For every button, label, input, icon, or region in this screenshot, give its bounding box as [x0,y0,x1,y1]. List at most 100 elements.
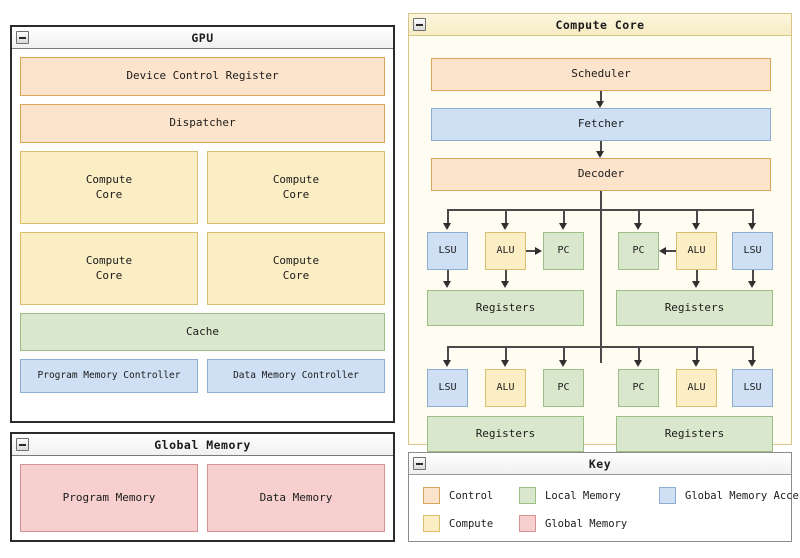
drop-row1-t0-alu [505,209,507,226]
row1-thread0-alu-block[interactable]: ALU [485,232,526,270]
row2-thread0-pc-block[interactable]: PC [543,369,584,407]
global-memory-panel-title: Global Memory [154,438,251,452]
row1-thread1-lsu-block[interactable]: LSU [732,232,773,270]
compute-core-block-3[interactable]: Compute Core [20,232,198,305]
drop-row1-t0-lsu [447,209,449,226]
arrowhead-row1-t0-pc [559,223,568,230]
arrowhead-row1-t0-lsu-registers [443,281,452,288]
connector-decoder-spine [600,191,602,363]
connector-row1-thread0-alu-pc [526,250,536,252]
legend-swatch-global-memory-access [659,487,676,504]
drop-row1-t1-lsu-registers [752,270,754,284]
legend-swatch-global-memory [519,515,536,532]
row2-thread0-lsu-block[interactable]: LSU [427,369,468,407]
row2-thread1-registers-block[interactable]: Registers [616,416,773,452]
arrowhead-row1-thread0-alu-pc [535,246,542,255]
row2-thread1-lsu-block[interactable]: LSU [732,369,773,407]
minus-icon[interactable] [16,438,29,451]
gpu-panel-body: Device Control Register Dispatcher Compu… [12,49,393,423]
compute-core-panel-titlebar: Compute Core [409,14,791,36]
minus-icon[interactable] [413,457,426,470]
legend-label-local-memory: Local Memory [545,489,621,502]
decoder-block[interactable]: Decoder [431,158,771,191]
drop-row1-t1-alu [696,209,698,226]
row2-thread0-alu-block[interactable]: ALU [485,369,526,407]
drop-row1-t1-pc [638,209,640,226]
row1-thread1-registers-block[interactable]: Registers [616,290,773,326]
row1-thread1-alu-block[interactable]: ALU [676,232,717,270]
legend-label-global-memory-access: Global Memory Access [685,489,800,502]
key-panel-body: Control Local Memory Global Memory Acces… [409,475,800,541]
arrowhead-row2-t1-lsu [748,360,757,367]
arrowhead-row2-t1-pc [634,360,643,367]
gpu-panel: GPU Device Control Register Dispatcher C… [10,25,395,423]
compute-core-panel: Compute Core Scheduler Fetcher Decoder [408,13,792,452]
drop-row2-t0-alu [505,346,507,363]
legend-swatch-local-memory [519,487,536,504]
key-panel-title: Key [588,457,612,471]
drop-row2-t0-pc [563,346,565,363]
drop-row1-t1-lsu [752,209,754,226]
legend-label-global-memory: Global Memory [545,517,628,530]
connector-fetcher-decoder [600,141,602,155]
program-memory-controller-block[interactable]: Program Memory Controller [20,359,198,393]
data-memory-controller-block[interactable]: Data Memory Controller [207,359,385,393]
row2-thread1-alu-block[interactable]: ALU [676,369,717,407]
legend-label-control: Control [449,489,494,502]
dispatcher-block[interactable]: Dispatcher [20,104,385,143]
drop-row1-t0-alu-registers [505,270,507,284]
data-memory-block[interactable]: Data Memory [207,464,385,532]
arrowhead-row1-t1-lsu [748,223,757,230]
minus-icon[interactable] [413,18,426,31]
row1-thread0-pc-block[interactable]: PC [543,232,584,270]
legend-item-compute: Compute [423,515,493,532]
connector-row1-thread1-alu-pc [666,250,676,252]
arrowhead-row2-t0-lsu [443,360,452,367]
row1-thread1-pc-block[interactable]: PC [618,232,659,270]
drop-row2-t0-lsu [447,346,449,363]
fetcher-block[interactable]: Fetcher [431,108,771,141]
legend-item-local-memory: Local Memory [519,487,621,504]
row1-thread0-lsu-block[interactable]: LSU [427,232,468,270]
program-memory-block[interactable]: Program Memory [20,464,198,532]
drop-row2-t1-alu [696,346,698,363]
legend-swatch-compute [423,515,440,532]
arrowhead-row1-t1-alu-registers [692,281,701,288]
legend-item-global-memory-access: Global Memory Access [659,487,800,504]
arrowhead-row1-t1-alu [692,223,701,230]
global-memory-panel-body: Program Memory Data Memory [12,456,393,542]
arrowhead-row1-t1-lsu-registers [748,281,757,288]
legend-label-compute: Compute [449,517,494,530]
minus-icon[interactable] [16,31,29,44]
arrowhead-row1-thread1-alu-pc [659,246,666,255]
arrowhead-row2-t0-alu [501,360,510,367]
lane-bus-row2 [447,346,753,348]
arrowhead-row2-t0-pc [559,360,568,367]
cache-block[interactable]: Cache [20,313,385,351]
drop-row2-t1-pc [638,346,640,363]
drop-row2-t1-lsu [752,346,754,363]
compute-core-block-4[interactable]: Compute Core [207,232,385,305]
row2-thread1-pc-block[interactable]: PC [618,369,659,407]
gpu-panel-title: GPU [191,31,214,45]
compute-core-panel-body: Scheduler Fetcher Decoder [409,36,791,452]
compute-core-panel-title: Compute Core [555,18,645,32]
arrowhead-row1-t1-pc [634,223,643,230]
key-panel-titlebar: Key [409,453,791,475]
legend-swatch-control [423,487,440,504]
compute-core-block-2[interactable]: Compute Core [207,151,385,224]
row1-thread0-registers-block[interactable]: Registers [427,290,584,326]
arrowhead-row2-t1-alu [692,360,701,367]
scheduler-block[interactable]: Scheduler [431,58,771,91]
global-memory-panel: Global Memory Program Memory Data Memory [10,432,395,542]
arrowhead-fetcher-decoder [596,151,605,158]
arrowhead-row1-t0-lsu [443,223,452,230]
drop-row1-t0-pc [563,209,565,226]
key-panel: Key Control Local Memory Global Memory A… [408,452,800,542]
compute-core-block-1[interactable]: Compute Core [20,151,198,224]
device-control-register-block[interactable]: Device Control Register [20,57,385,96]
row2-thread0-registers-block[interactable]: Registers [427,416,584,452]
gpu-panel-titlebar: GPU [12,27,393,49]
lane-bus-row1 [447,209,753,211]
